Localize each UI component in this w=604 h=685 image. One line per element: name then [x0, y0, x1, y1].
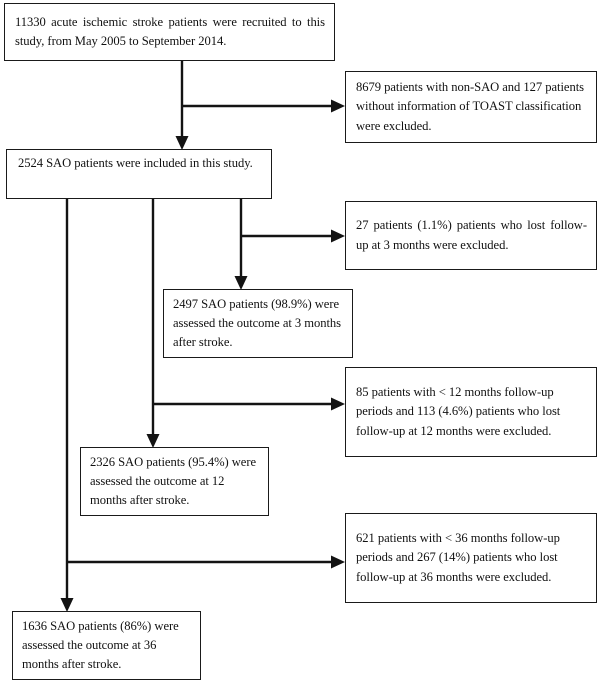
excluded-3-months-box: 27 patients (1.1%) patients who lost fol…	[345, 201, 597, 270]
sao-included-text: 2524 SAO patients were included in this …	[18, 156, 253, 171]
arrowhead-into-excluded-36m	[331, 555, 345, 569]
arrowhead-into-excluded-toast	[331, 99, 345, 113]
arrowhead-into-excluded-12m	[331, 397, 345, 411]
excluded-12-months-box: 85 patients with < 12 months follow-up p…	[345, 367, 597, 457]
excluded-36-months-box: 621 patients with < 36 months follow-up …	[345, 513, 597, 603]
arrowhead-into-assessed-3m	[234, 276, 248, 290]
recruited-cohort-text: 11330 acute ischemic stroke patients wer…	[15, 14, 325, 48]
assessed-3-months-text: 2497 SAO patients (98.9%) were assessed …	[173, 296, 342, 350]
excluded-3-months-text: 27 patients (1.1%) patients who lost fol…	[356, 218, 587, 252]
excluded-toast-text: 8679 patients with non-SAO and 127 patie…	[356, 80, 585, 133]
excluded-36-months-text: 621 patients with < 36 months follow-up …	[356, 531, 560, 584]
assessed-12-months-text: 2326 SAO patients (95.4%) were assessed …	[90, 454, 257, 508]
arrowhead-into-included	[175, 136, 189, 150]
arrowhead-into-assessed-12m	[146, 434, 160, 448]
excluded-toast-box: 8679 patients with non-SAO and 127 patie…	[345, 71, 597, 143]
assessed-12-months-box: 2326 SAO patients (95.4%) were assessed …	[80, 447, 269, 516]
assessed-3-months-box: 2497 SAO patients (98.9%) were assessed …	[163, 289, 353, 358]
assessed-36-months-box: 1636 SAO patients (86%) were assessed th…	[12, 611, 201, 680]
arrowhead-into-excluded-3m	[331, 229, 345, 243]
excluded-12-months-text: 85 patients with < 12 months follow-up p…	[356, 385, 561, 438]
arrowhead-into-assessed-36m	[60, 598, 74, 612]
sao-included-box: 2524 SAO patients were included in this …	[6, 149, 272, 199]
assessed-36-months-text: 1636 SAO patients (86%) were assessed th…	[22, 618, 179, 672]
recruited-cohort-box: 11330 acute ischemic stroke patients wer…	[4, 3, 335, 61]
